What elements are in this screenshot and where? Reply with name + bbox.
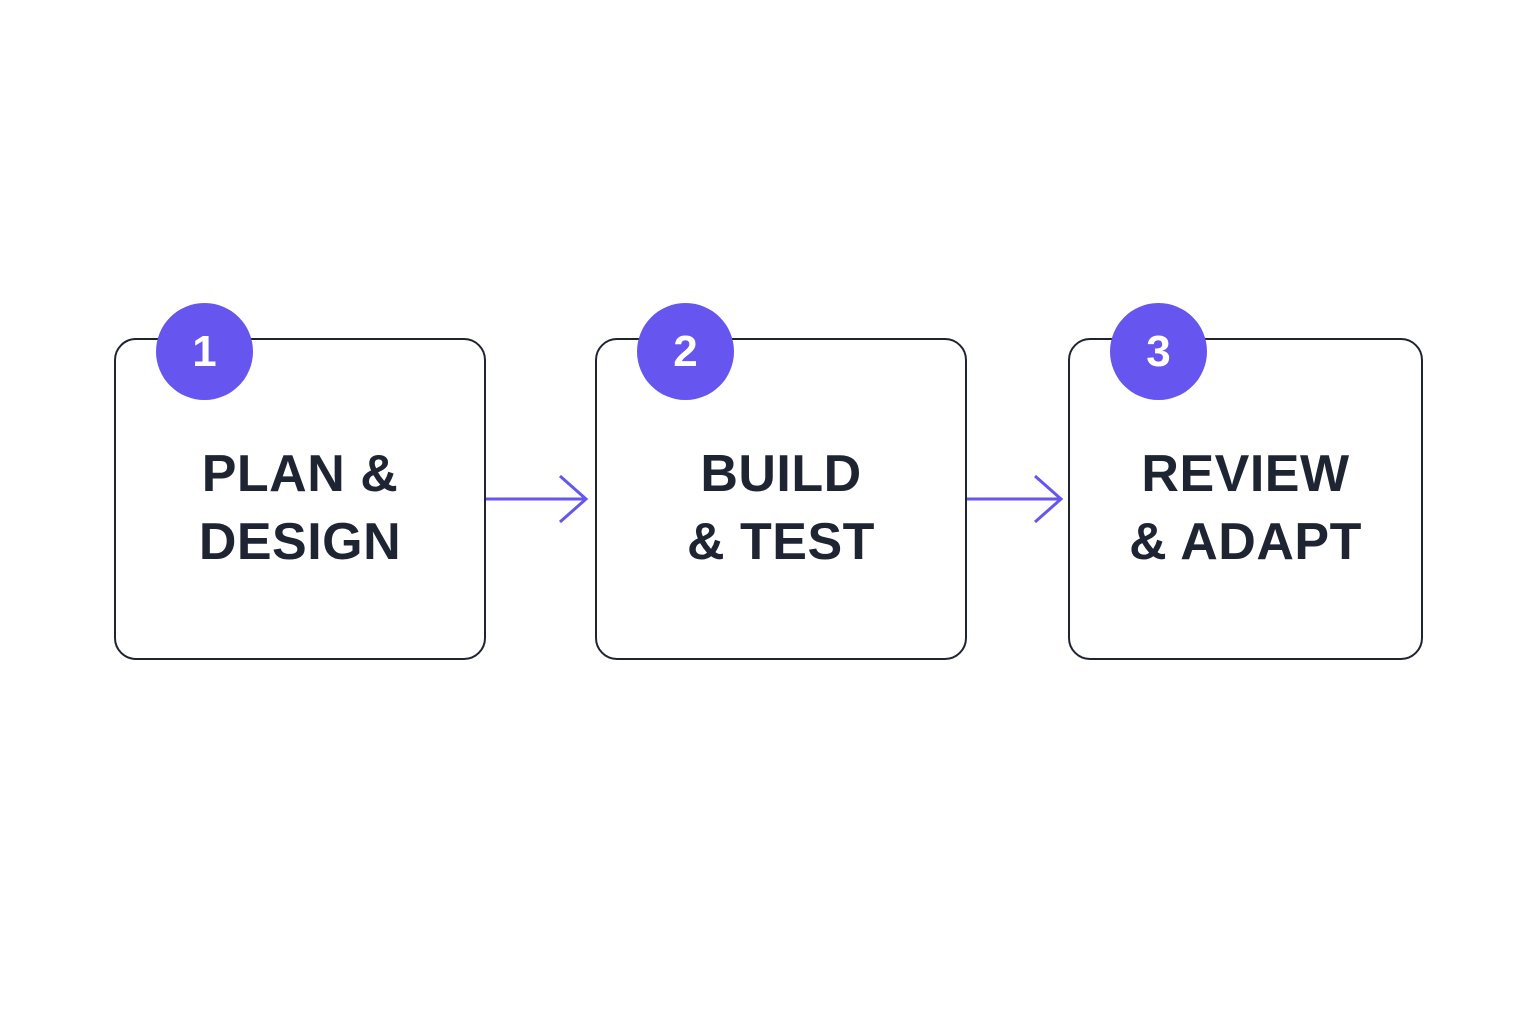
step-label-line1: BUILD: [700, 445, 862, 503]
step-label: BUILD & TEST: [597, 440, 965, 576]
step-label-line1: REVIEW: [1141, 445, 1350, 503]
step-number-badge: 3: [1110, 303, 1207, 400]
step-box-review-adapt: 3 REVIEW & ADAPT: [1068, 303, 1423, 660]
step-label-line2: DESIGN: [198, 513, 402, 571]
step-box-build-test: 2 BUILD & TEST: [595, 303, 967, 660]
step-label: REVIEW & ADAPT: [1070, 440, 1421, 576]
step-box-plan-design: 1 PLAN & DESIGN: [114, 303, 486, 660]
arrow-right-icon: [486, 474, 589, 524]
step-label-line1: PLAN &: [201, 445, 399, 503]
step-number-badge: 2: [637, 303, 734, 400]
step-label-line2: & ADAPT: [1129, 513, 1362, 571]
step-label-line2: & TEST: [687, 513, 875, 571]
arrow-right-icon: [967, 474, 1064, 524]
step-number-badge: 1: [156, 303, 253, 400]
step-label: PLAN & DESIGN: [116, 440, 484, 576]
